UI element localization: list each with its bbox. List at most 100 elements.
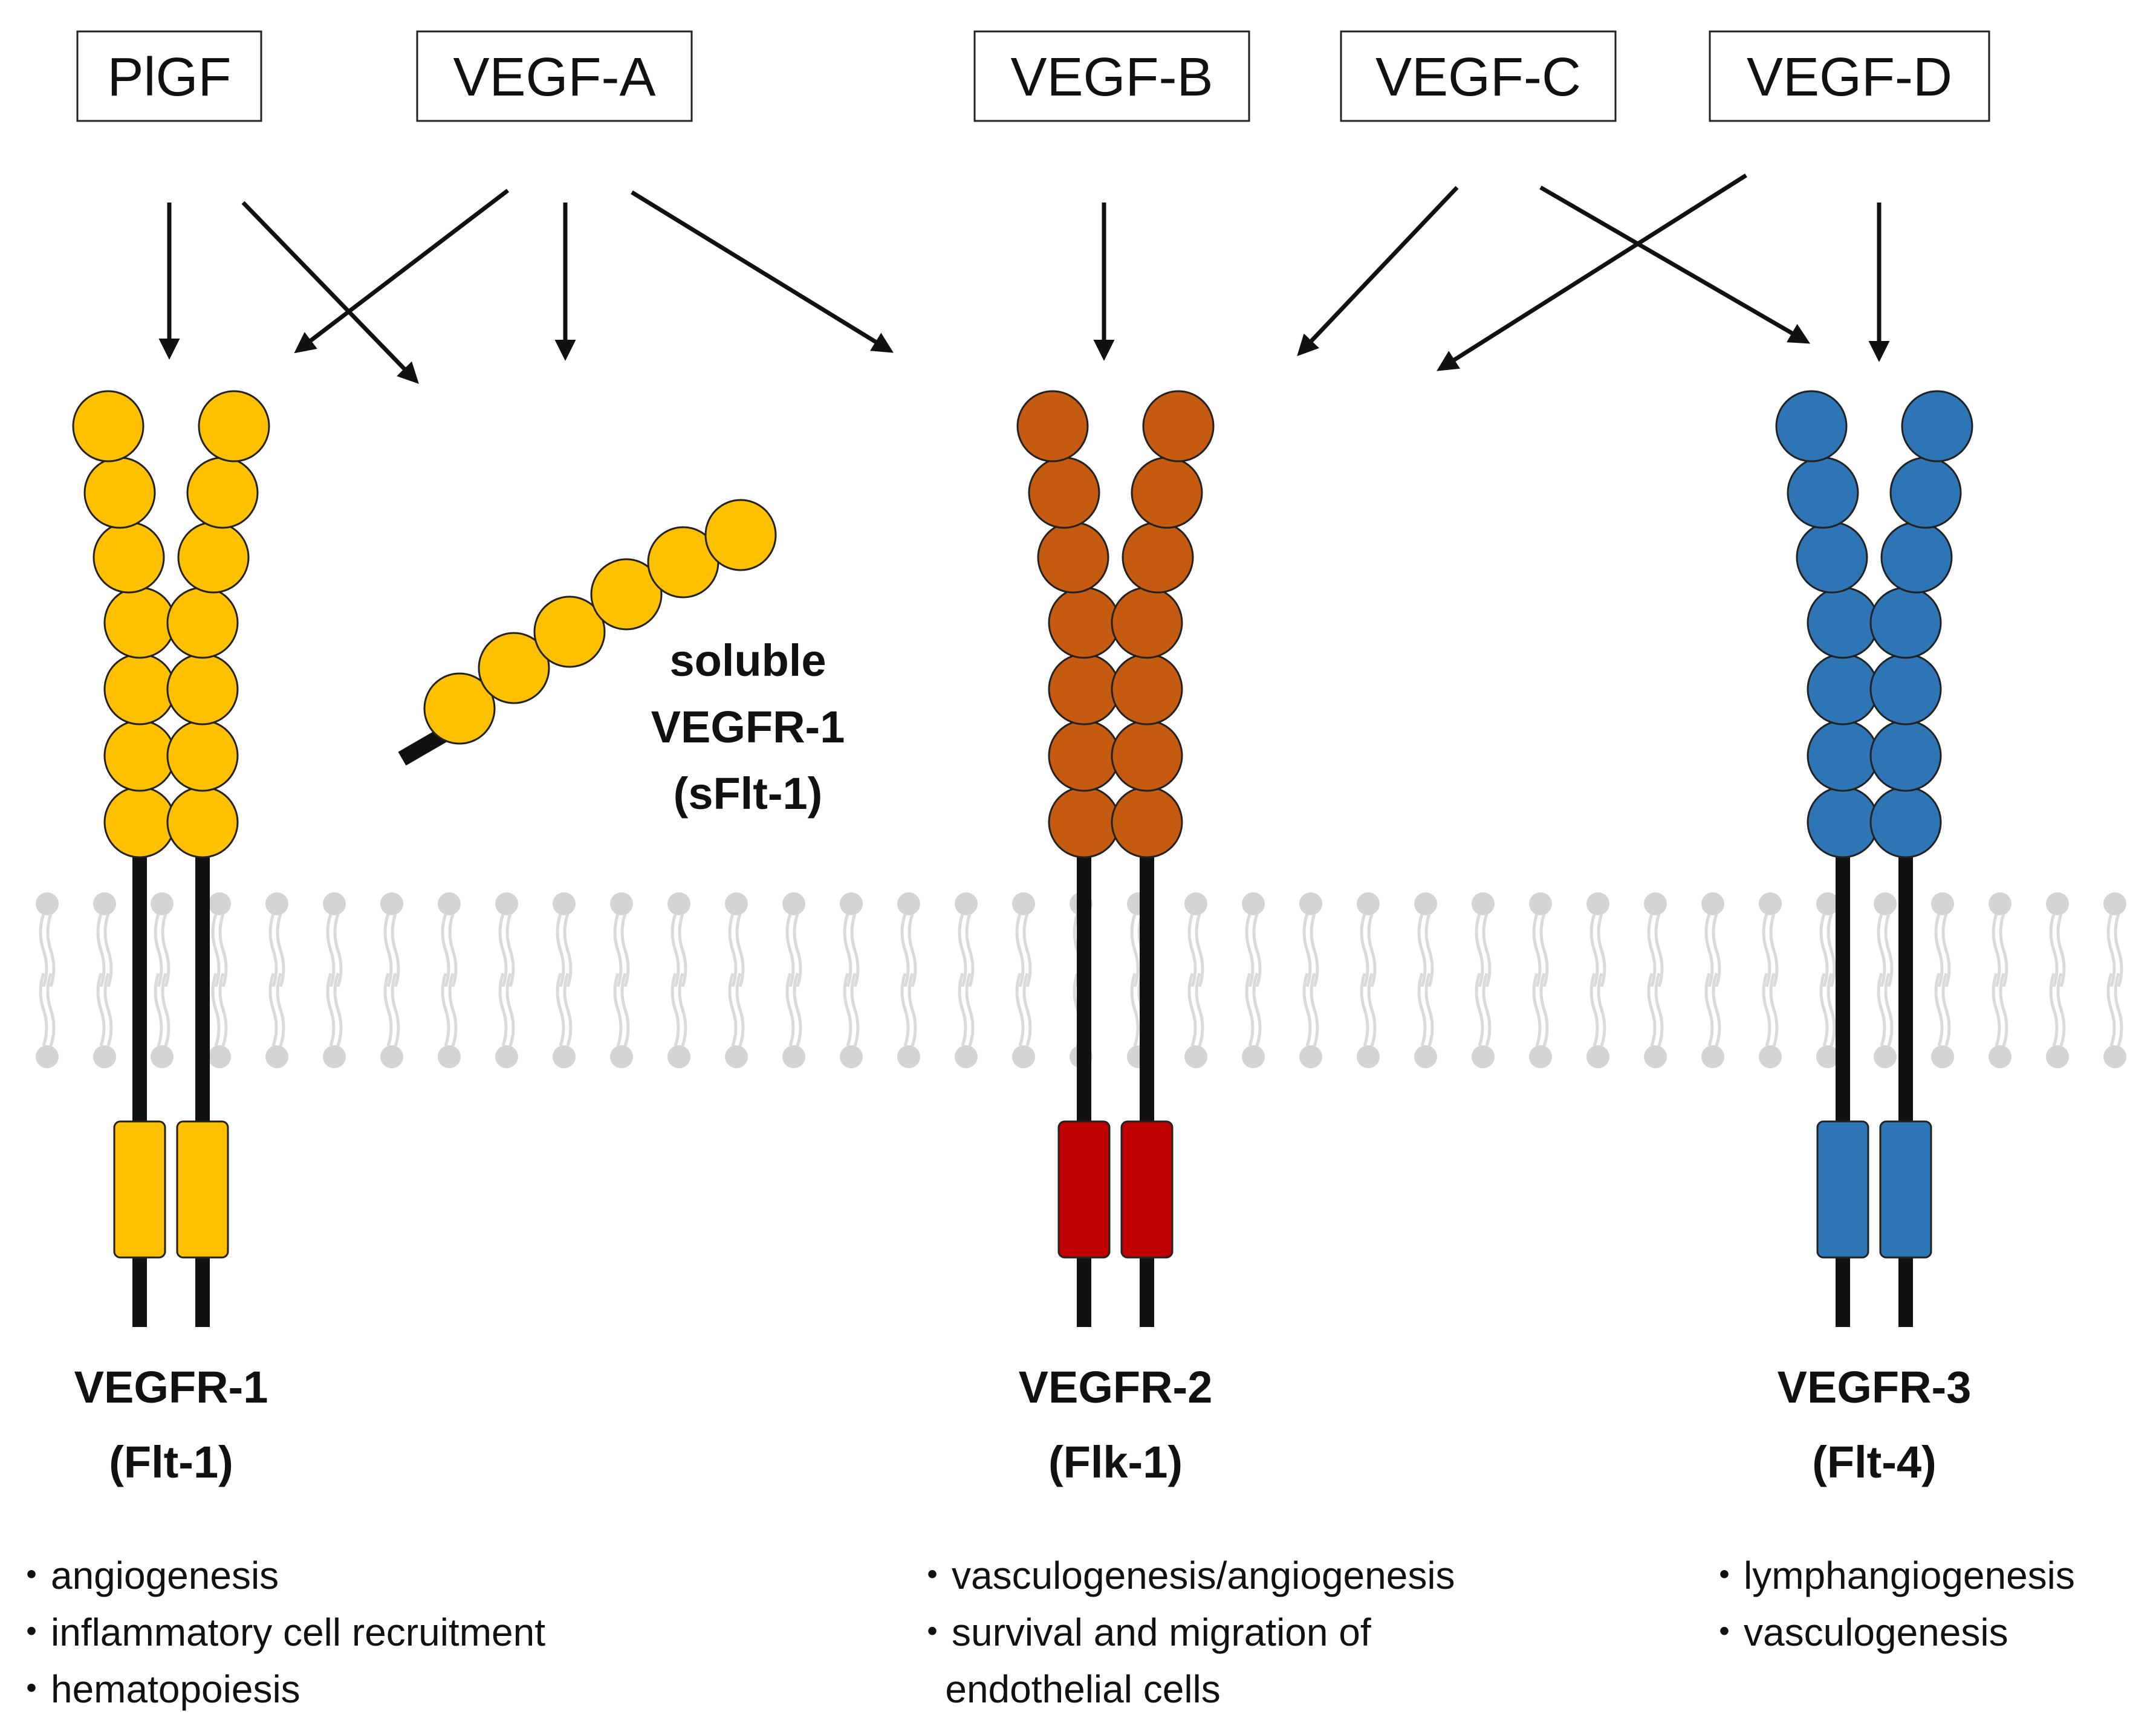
lipid-tail [161,913,170,987]
ligand-box-vegfd [1709,30,1990,122]
lipid-tail [1589,973,1599,1046]
kinase-domain [113,1120,166,1259]
lipid-tail [268,913,278,987]
functions-vegfr2: ・vasculogenesis/angiogenesis ・survival a… [913,1554,1455,1711]
receptor-alias-vegfr1: (Flt-1) [109,1437,233,1487]
lipid-tail [1245,913,1255,987]
ligand-vegfa: VEGF-A [416,30,693,122]
lipid-head [93,1045,116,1068]
ig-domain [1869,786,1942,858]
lipid-tail [1532,973,1542,1046]
lipid-head [151,892,174,915]
phospholipid [1874,892,1897,1068]
phospholipid [897,892,920,1068]
lipid-tail [46,913,56,987]
lipid-tail [1934,973,1944,1046]
soluble-label-line-3: (sFlt-1) [674,768,823,819]
soluble-ig-domain [533,595,606,668]
lipid-tail [1712,973,1721,1046]
lipid-head [36,1045,59,1068]
lipid-tail [1819,913,1829,987]
lipid-head [1529,892,1552,915]
lipid-tail [1367,913,1377,987]
lipid-head [1759,1045,1782,1068]
lipid-tail [383,973,393,1046]
lipid-tail [1769,913,1779,987]
soluble-label-line-2: VEGFR-1 [651,702,845,752]
ig-domain [83,456,156,529]
lipid-tail [1360,913,1369,987]
receptor-name-vegfr2: VEGFR-2 [1019,1362,1213,1412]
ig-domain [1048,653,1120,725]
lipid-head [495,1045,518,1068]
lipid-tail [1934,913,1944,987]
phospholipid [1586,892,1609,1068]
lipid-tail [728,973,738,1046]
lipid-head [553,892,576,915]
receptor-vegfr3 [1775,390,1973,1327]
lipid-head [1242,1045,1265,1068]
lipid-tail [1022,913,1032,987]
phospholipid [323,892,346,1068]
kinase-domain [1816,1120,1869,1259]
lipid-head [1874,1045,1897,1068]
ig-domain [1775,390,1848,462]
lipid-tail [505,913,515,987]
lipid-tail [154,973,163,1046]
lipid-tail [1769,973,1779,1046]
lipid-tail [843,913,852,987]
ig-domain [1111,586,1183,659]
lipid-tail [441,913,450,987]
phospholipid [955,892,978,1068]
lipid-head [1874,892,1897,915]
lipid-tail [843,973,852,1046]
ig-domain [166,586,239,659]
receptor-label-vegfr1: VEGFR-1 (Flt-1) [74,1362,268,1487]
function-item: ・vasculogenesis/angiogenesis [913,1554,1455,1597]
lipid-tail [678,973,687,1046]
ig-domain [1111,719,1183,792]
lipid-tail [735,973,745,1046]
lipid-head [36,892,59,915]
lipid-tail [1417,973,1427,1046]
phospholipid [553,892,576,1068]
lipid-tail [1424,913,1434,987]
phospholipid [265,892,288,1068]
lipid-tail [1884,973,1894,1046]
lipid-tail [1999,913,2008,987]
lipid-tail [448,973,458,1046]
lipid-head [1012,892,1035,915]
lipid-tail [1482,913,1492,987]
lipid-tail [46,973,56,1046]
lipid-tail [1647,913,1657,987]
lipid-tail [1941,973,1951,1046]
ig-domain [1048,586,1120,659]
receptor-alias-vegfr2: (Flk-1) [1048,1437,1183,1487]
lipid-tail [333,973,343,1046]
lipid-tail [1589,913,1599,987]
ig-domain [1131,456,1203,529]
lipid-tail [161,973,170,1046]
lipid-tail [1424,973,1434,1046]
lipid-head [323,1045,346,1068]
lipid-tail [333,913,343,987]
lipid-tail [793,973,802,1046]
lipid-tail [613,913,623,987]
lipid-tail [1302,973,1312,1046]
lipid-head [1299,1045,1322,1068]
phospholipid [1816,892,1839,1068]
ig-domain [177,521,250,594]
lipid-tail [958,973,967,1046]
lipid-head [265,1045,288,1068]
lipid-head [1472,1045,1495,1068]
lipid-head [1644,892,1667,915]
lipid-tail [793,913,802,987]
lipid-tail [218,913,228,987]
lipid-tail [2114,973,2123,1046]
ig-domain [93,521,165,594]
lipid-head [667,892,690,915]
lipid-tail [2049,973,2059,1046]
ig-domain [1028,456,1100,529]
lipid-tail [39,913,48,987]
